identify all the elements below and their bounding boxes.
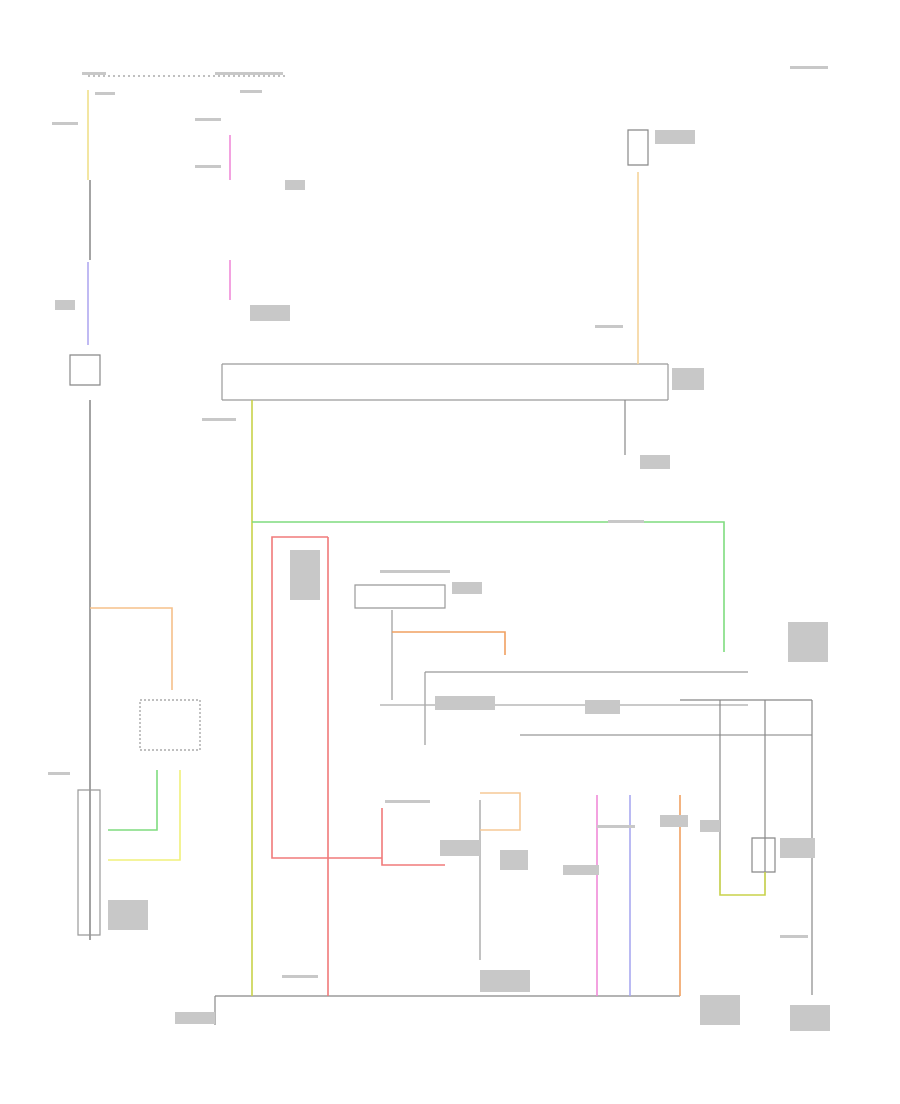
relay-box-left — [139, 699, 201, 751]
label-blob — [82, 72, 106, 75]
label-blob — [790, 66, 828, 69]
label-blob — [215, 72, 283, 75]
label-blob — [285, 180, 305, 190]
wire-red-branch — [381, 808, 445, 866]
label-blob — [452, 582, 482, 594]
label-blob — [595, 325, 623, 328]
top-right-component — [627, 129, 649, 166]
label-blob — [202, 418, 236, 421]
label-blob — [790, 1005, 830, 1031]
fuse-box-left — [69, 354, 101, 386]
label-blob — [108, 900, 148, 930]
wire-green-left — [108, 770, 158, 831]
label-blob — [655, 130, 695, 144]
label-blob — [780, 838, 815, 858]
label-blob — [52, 122, 78, 125]
label-blob — [672, 368, 704, 390]
label-blob — [585, 700, 620, 714]
label-blob — [95, 92, 115, 95]
label-blob — [290, 550, 320, 600]
label-blob — [250, 305, 290, 321]
label-blob — [608, 520, 644, 523]
label-blob — [48, 772, 70, 775]
label-blob — [640, 455, 670, 469]
label-blob — [440, 840, 480, 856]
label-blob — [380, 570, 450, 573]
label-blob — [500, 850, 528, 870]
wire-green-top — [252, 521, 725, 652]
wire-orange-middle — [392, 631, 506, 655]
label-blob — [282, 975, 318, 978]
label-blob — [700, 820, 720, 832]
wire-yellow-left — [108, 770, 181, 861]
label-blob — [385, 800, 430, 803]
label-blob — [700, 995, 740, 1025]
label-blob — [55, 300, 75, 310]
wire-lightorange-box — [480, 792, 521, 831]
label-blob — [480, 970, 530, 992]
label-blob — [780, 935, 808, 938]
label-blob — [195, 165, 221, 168]
label-blob — [660, 815, 688, 827]
wire-yellowgreen-right — [719, 850, 766, 896]
label-blob — [240, 90, 262, 93]
wire-orange-left-top — [90, 607, 173, 690]
label-blob — [788, 622, 828, 662]
label-blob — [195, 118, 221, 121]
sensor-box-right — [751, 837, 776, 873]
box-center-upper — [354, 584, 446, 609]
wire-red-loop — [271, 536, 382, 859]
label-blob — [175, 1012, 215, 1024]
label-blob — [435, 696, 495, 710]
label-blob — [563, 865, 599, 875]
connector-left — [77, 789, 101, 936]
label-blob — [597, 825, 635, 828]
